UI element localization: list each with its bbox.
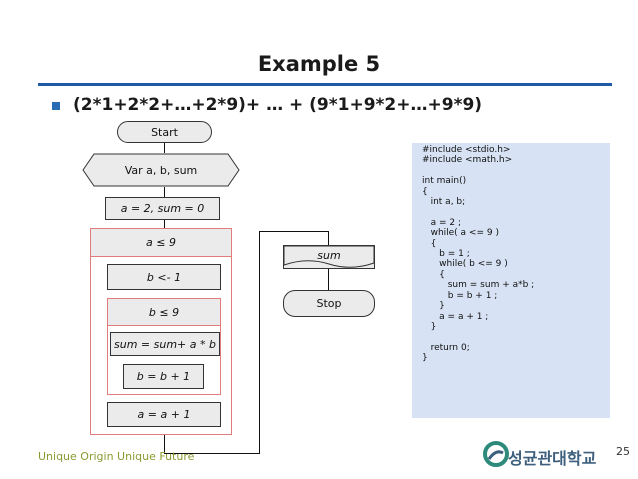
inner-init-box: b <- 1 — [107, 264, 221, 290]
connector-top — [259, 231, 329, 232]
connector-bottom — [164, 453, 260, 454]
footer-tagline: Unique Origin Unique Future — [38, 450, 195, 463]
code-panel: #include <stdio.h> #include <math.h> int… — [412, 143, 610, 418]
title-divider — [38, 83, 612, 86]
connector-output-stop — [328, 269, 329, 290]
output-shape — [283, 245, 375, 268]
stop-label: Stop — [316, 297, 342, 310]
university-logo-icon — [483, 441, 509, 467]
flowchart-init: a = 2, sum = 0 — [105, 197, 220, 220]
inner-loop-condition: b ≤ 9 — [107, 298, 221, 326]
connector-to-output — [328, 231, 329, 245]
start-label: Start — [151, 125, 178, 139]
formula-text: (2*1+2*2+…+2*9)+ … + (9*1+9*2+…+9*9) — [73, 95, 483, 115]
page-number: 25 — [616, 445, 630, 458]
connector-var-init — [164, 187, 165, 197]
connector-start-var — [164, 143, 165, 153]
flowchart-stop: Stop — [283, 290, 375, 317]
flowchart-var-declaration: Var a, b, sum — [82, 153, 240, 187]
connector-loop-down — [164, 435, 165, 454]
outer-condition-label: a ≤ 9 — [146, 236, 176, 249]
connector-up — [259, 231, 260, 454]
connector-init-loop — [164, 220, 165, 228]
outer-increment-box: a = a + 1 — [107, 402, 221, 427]
inner-increment-label: b = b + 1 — [136, 370, 191, 383]
inner-init-label: b <- 1 — [146, 270, 182, 284]
accumulate-label: sum = sum+ a * b — [114, 337, 216, 351]
inner-increment-box: b = b + 1 — [123, 364, 204, 389]
flowchart-start: Start — [117, 121, 212, 143]
outer-loop-condition: a ≤ 9 — [90, 228, 232, 257]
slide-title: Example 5 — [257, 52, 381, 76]
university-name: 성균관대학교 — [508, 449, 597, 468]
outer-increment-label: a = a + 1 — [137, 408, 191, 421]
init-label: a = 2, sum = 0 — [120, 202, 205, 215]
var-label: Var a, b, sum — [124, 163, 198, 177]
output-label: sum — [317, 248, 341, 262]
output-box: sum — [283, 245, 375, 269]
inner-condition-label: b ≤ 9 — [148, 305, 180, 319]
accumulate-box: sum = sum+ a * b — [110, 332, 220, 356]
hexagon-shape — [82, 153, 240, 187]
bullet-square-icon — [52, 102, 60, 110]
